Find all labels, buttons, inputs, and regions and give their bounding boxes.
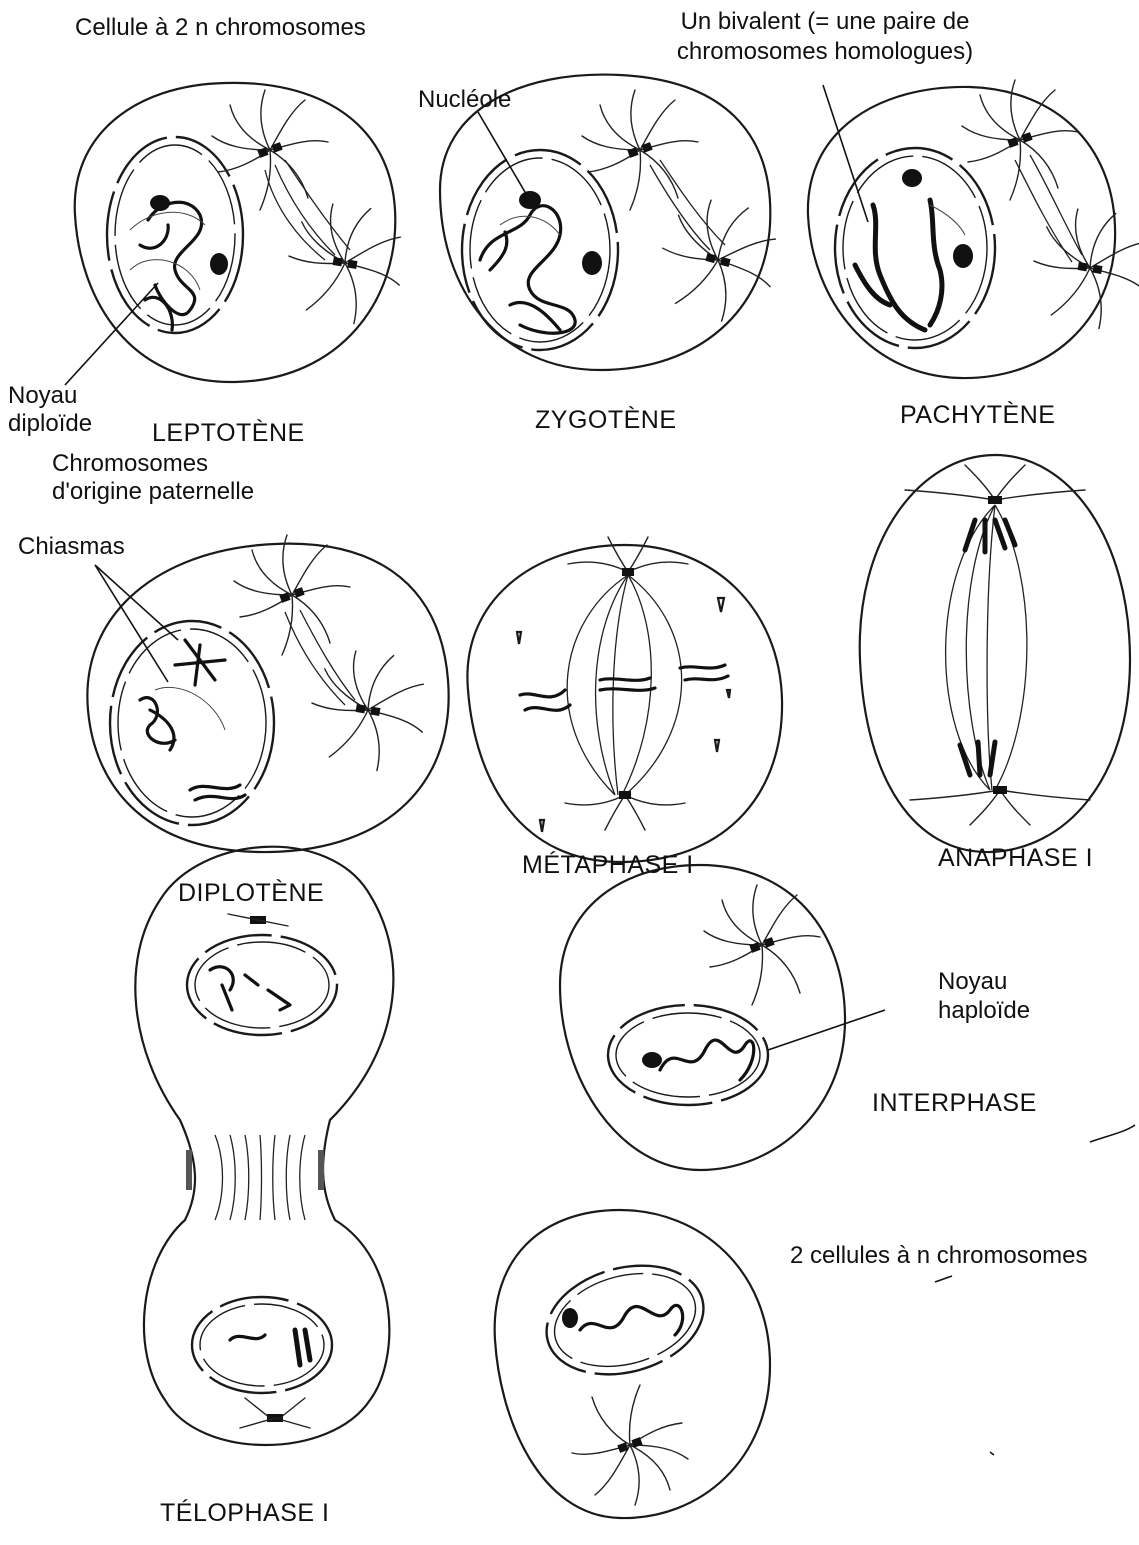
label-noyau-haploide-1: Noyau <box>938 968 1007 995</box>
label-metaphase: MÉTAPHASE I <box>522 852 694 879</box>
cell-diplotene <box>87 535 448 852</box>
cell-zygotene <box>440 75 800 370</box>
label-interphase: INTERPHASE <box>872 1090 1037 1117</box>
label-pachytene: PACHYTÈNE <box>900 402 1055 429</box>
label-anaphase: ANAPHASE I <box>938 845 1093 872</box>
label-cellule-2n: Cellule à 2 n chromosomes <box>75 14 366 41</box>
label-bivalent-line1: Un bivalent (= une paire de <box>681 8 970 35</box>
cell-metaphase <box>467 537 782 862</box>
label-leptotene: LEPTOTÈNE <box>152 420 305 447</box>
label-noyau-diploide-1: Noyau <box>8 382 77 409</box>
label-nucleole: Nucléole <box>418 86 511 113</box>
label-noyau-diploide-2: diploïde <box>8 410 92 437</box>
label-zygotene: ZYGOTÈNE <box>535 407 677 434</box>
cell-leptotene <box>65 83 425 385</box>
label-chiasmas: Chiasmas <box>18 533 125 560</box>
label-deux-cellules: 2 cellules à n chromosomes <box>790 1242 1087 1269</box>
label-noyau-haploide-2: haploïde <box>938 997 1030 1024</box>
cell-interphase-top <box>560 865 885 1170</box>
cell-anaphase <box>860 455 1130 852</box>
label-diplotene: DIPLOTÈNE <box>178 880 324 907</box>
cell-pachytene <box>808 80 1139 378</box>
label-bivalent-line2: chromosomes homologues) <box>677 38 973 65</box>
label-chromosomes-paternels-1: Chromosomes <box>52 450 208 477</box>
cell-telophase <box>135 847 393 1445</box>
label-telophase: TÉLOPHASE I <box>160 1500 329 1527</box>
label-chromosomes-paternels-2: d'origine paternelle <box>52 478 254 505</box>
cell-interphase-bottom <box>495 1210 770 1518</box>
